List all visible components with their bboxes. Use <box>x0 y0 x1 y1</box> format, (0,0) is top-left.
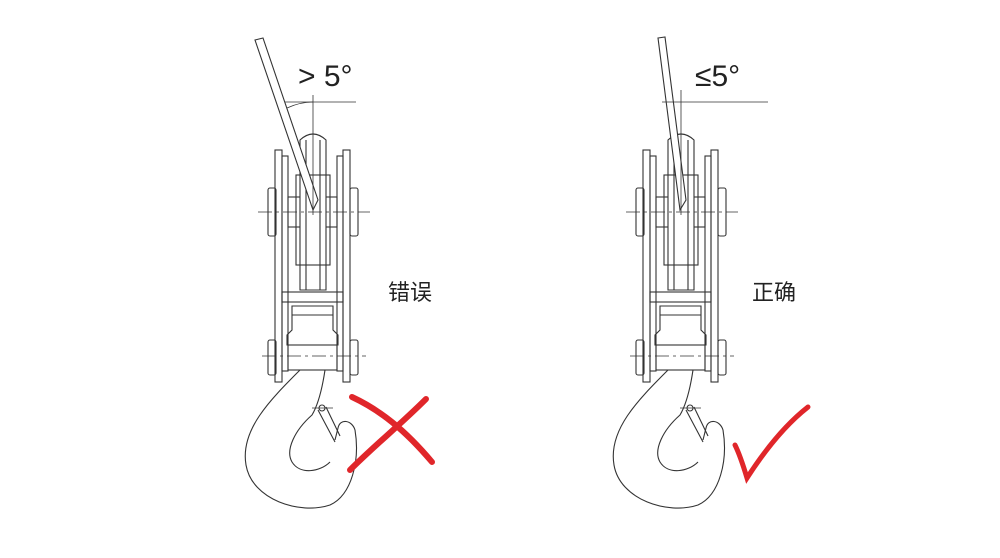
right-angle-label: ≤5° <box>695 60 741 93</box>
cross-mark <box>347 394 435 473</box>
left-status-label: 错误 <box>388 281 433 306</box>
check-mark <box>732 404 811 484</box>
right-rope <box>657 36 687 212</box>
right-rope-group <box>657 36 811 484</box>
left-rope <box>254 37 319 212</box>
left-hook-block <box>244 37 435 509</box>
left-angle-arc <box>286 101 314 109</box>
right-status-label: 正确 <box>752 281 797 306</box>
right-hook-block <box>612 133 739 509</box>
left-angle-label: > 5° <box>298 60 353 93</box>
